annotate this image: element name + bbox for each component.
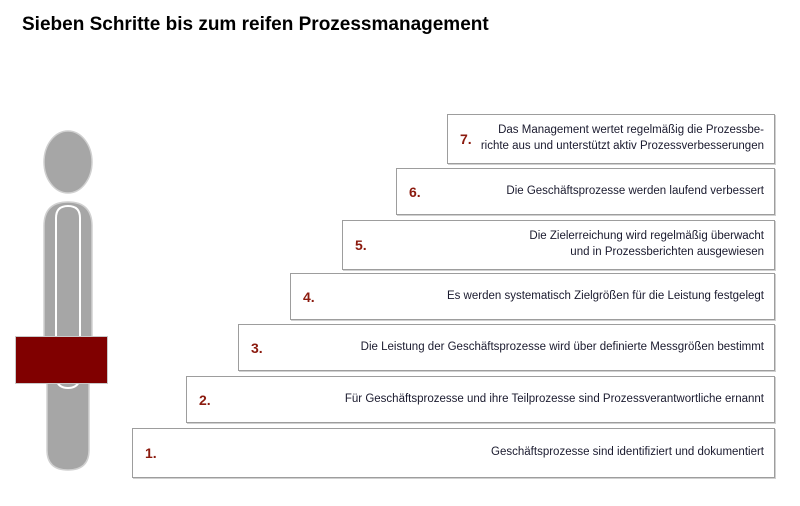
step-number-5: 5.	[355, 237, 367, 253]
step-text-6: Die Geschäftsprozesse werden laufend ver…	[506, 184, 764, 197]
step-box-1[interactable]: 1. Geschäftsprozesse sind identifiziert …	[132, 428, 775, 478]
page-title: Sieben Schritte bis zum reifen Prozessma…	[22, 14, 489, 35]
step-box-4[interactable]: 4. Es werden systematisch Zielgrößen für…	[290, 273, 775, 320]
step-number-7: 7.	[460, 131, 472, 147]
person-silhouette-icon	[43, 130, 93, 471]
step-number-4: 4.	[303, 288, 315, 305]
briefcase-icon	[15, 336, 108, 384]
step-number-6: 6.	[409, 183, 421, 200]
step-box-6[interactable]: 6. Die Geschäftsprozesse werden laufend …	[396, 168, 775, 215]
step-number-3: 3.	[251, 339, 263, 356]
figure-head	[43, 130, 93, 194]
step-text-4: Es werden systematisch Zielgrößen für di…	[446, 289, 764, 302]
step-text-7: Das Management wertet regelmäßig die Pro…	[480, 124, 764, 152]
step-number-1: 1.	[145, 445, 157, 461]
step-number-2: 2.	[199, 391, 211, 408]
step-box-5[interactable]: 5. Die Zielerreichung wird regelmäßig üb…	[342, 220, 775, 270]
step-text-2: Für Geschäftsprozesse und ihre Teilproze…	[344, 392, 764, 405]
step-box-3[interactable]: 3. Die Leistung der Geschäftsprozesse wi…	[238, 324, 775, 371]
step-box-7[interactable]: 7. Das Management wertet regelmäßig die …	[447, 114, 775, 164]
step-text-5: Die Zielerreichung wird regelmäßig überw…	[529, 230, 764, 258]
figure-legs	[46, 369, 90, 471]
step-box-2[interactable]: 2. Für Geschäftsprozesse und ihre Teilpr…	[186, 376, 775, 423]
businessman-figure	[14, 120, 124, 490]
step-text-1: Geschäftsprozesse sind identifiziert und…	[491, 446, 764, 459]
step-text-3: Die Leistung der Geschäftsprozesse wird …	[360, 340, 764, 353]
